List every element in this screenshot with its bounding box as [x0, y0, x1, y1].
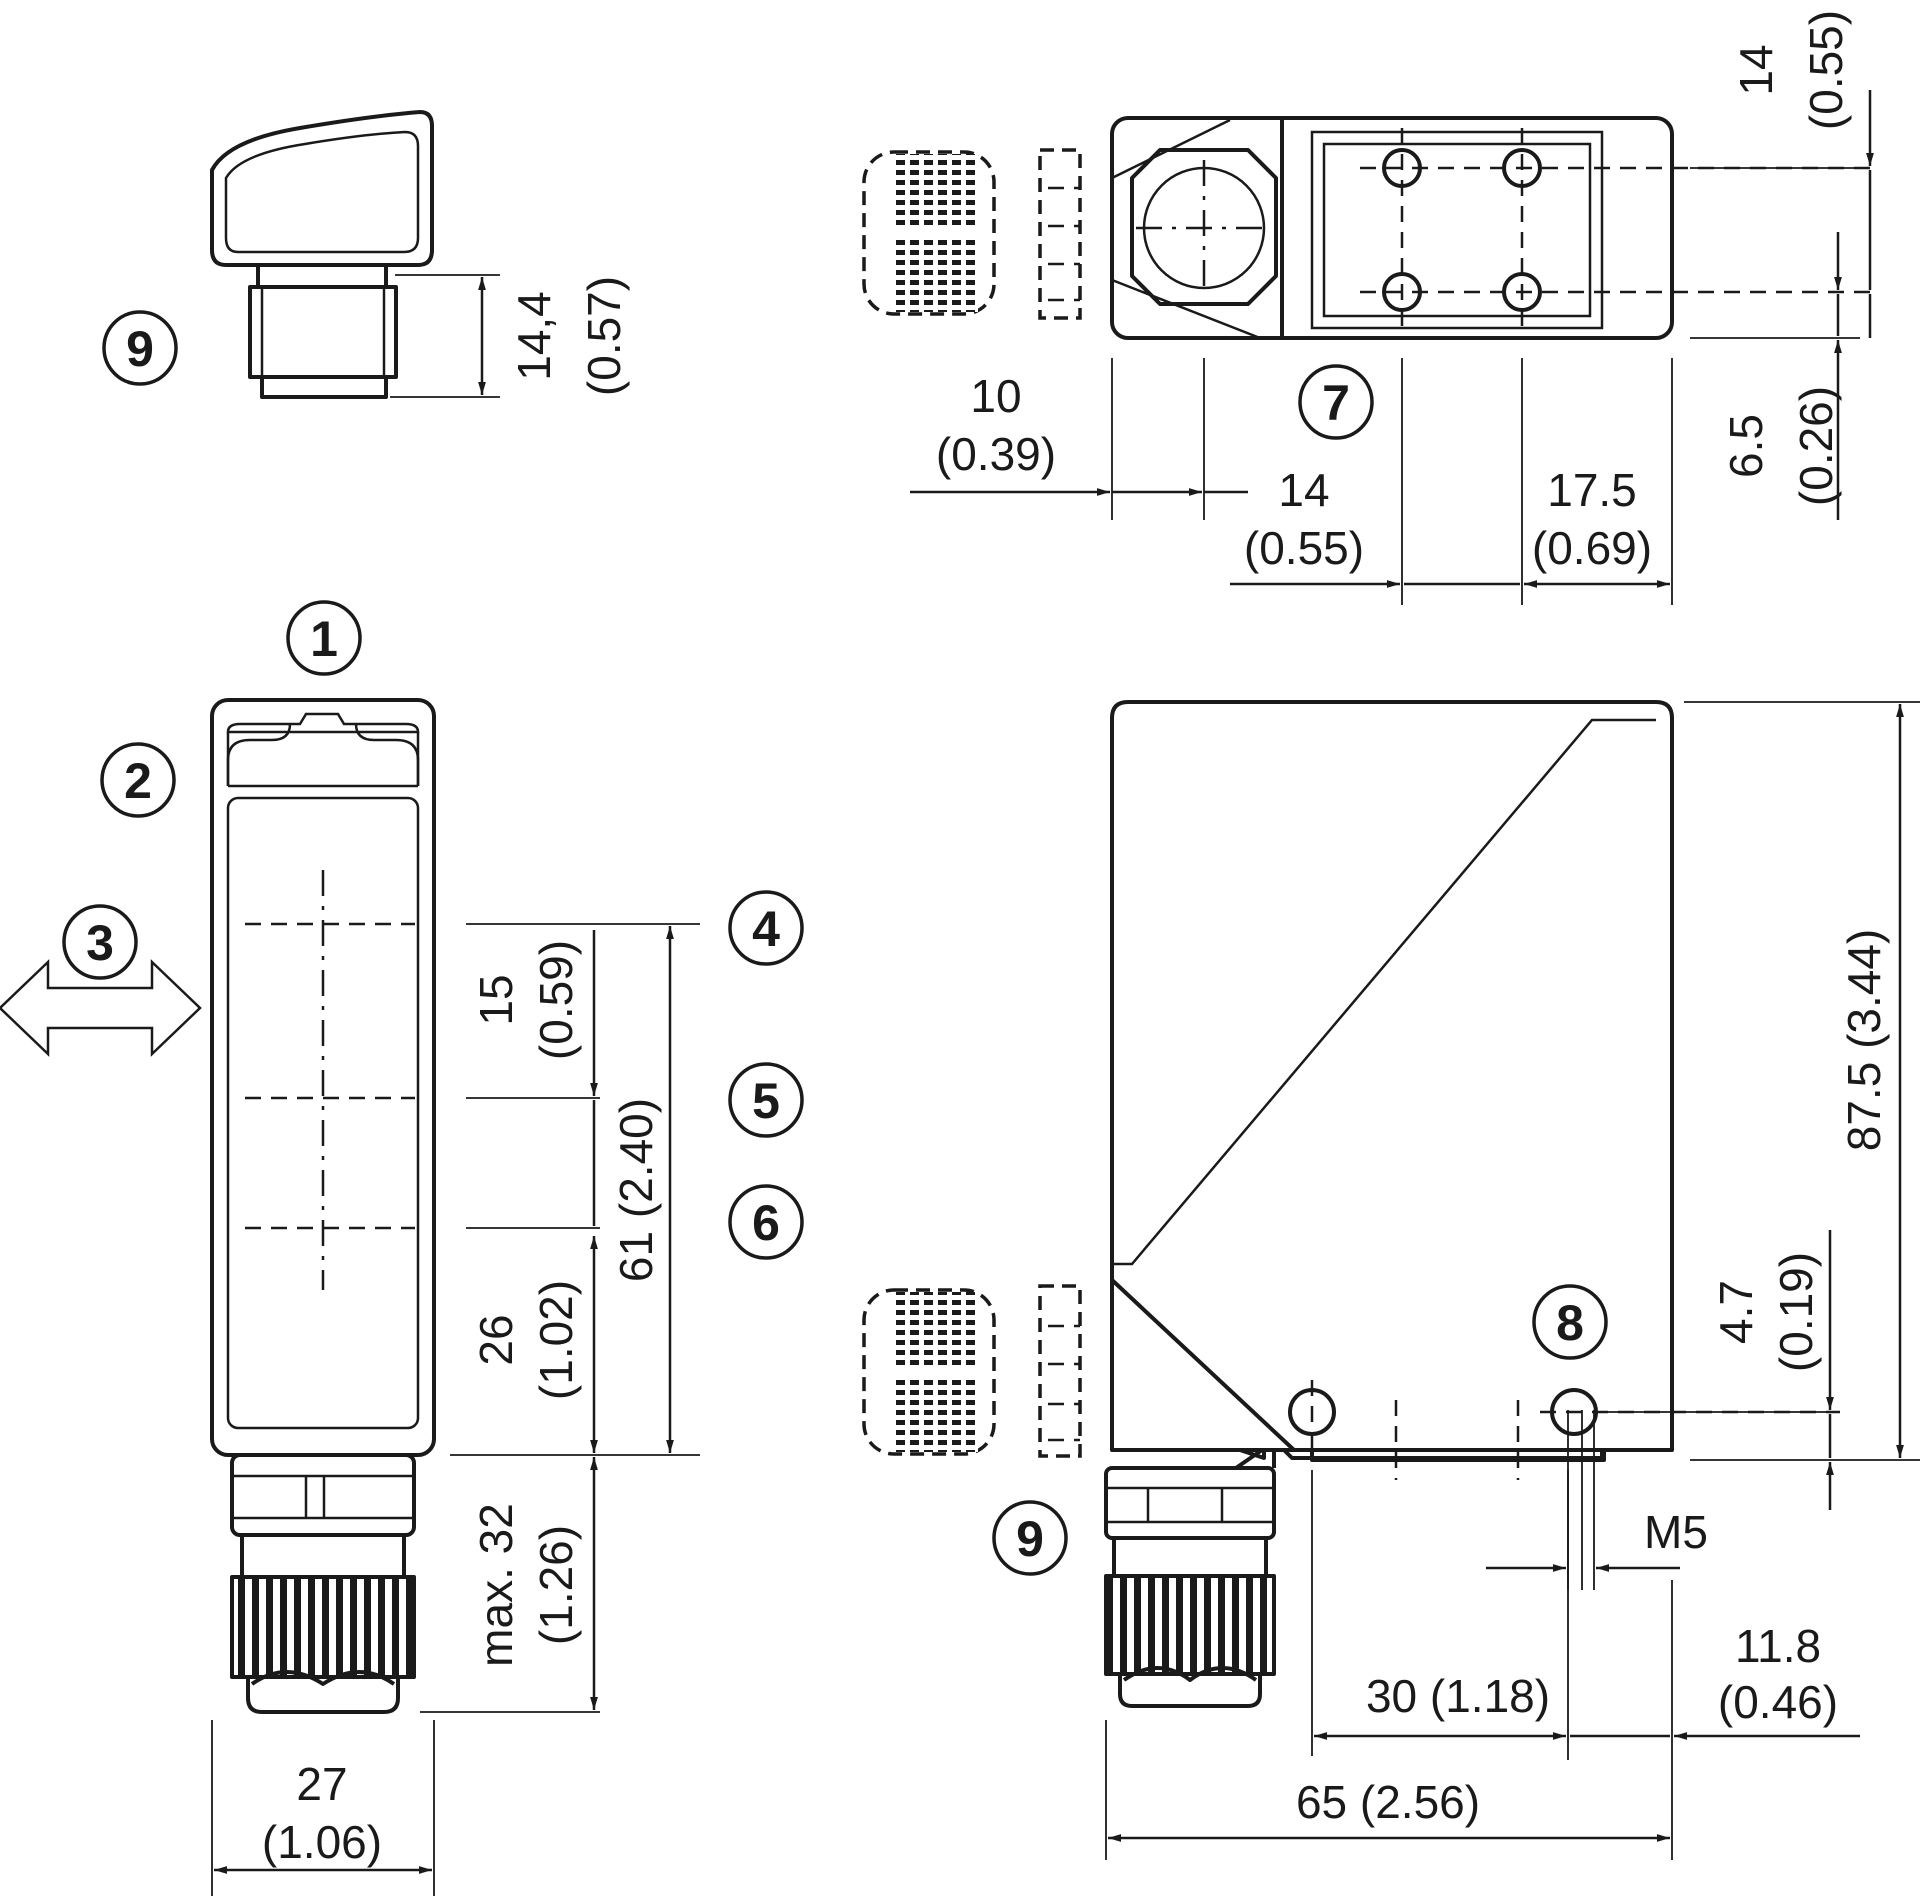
dim-15-in: (0.59) — [530, 940, 582, 1060]
svg-text:1: 1 — [310, 611, 338, 667]
dim-4-7-mm: 4.7 — [1710, 1280, 1762, 1344]
svg-text:4: 4 — [752, 901, 780, 957]
dim-11-8-in: (0.46) — [1718, 1676, 1838, 1728]
dim-11-8-mm: 11.8 — [1735, 1620, 1821, 1672]
callout-9-top: 9 — [102, 310, 178, 386]
callout-5: 5 — [728, 1062, 804, 1138]
dim-27-in: (1.06) — [262, 1816, 382, 1868]
dim-30-mm-in: 30 (1.18) — [1366, 1670, 1550, 1722]
svg-text:8: 8 — [1556, 1295, 1584, 1351]
svg-text:9: 9 — [126, 321, 154, 377]
svg-text:5: 5 — [752, 1073, 780, 1129]
dim-14-4-in: (0.57) — [578, 276, 630, 396]
dim-max-32-mm: max. 32 — [470, 1503, 522, 1667]
dim-14-top-mm: 14 — [1730, 44, 1782, 95]
callout-9-bottom: 9 — [992, 1500, 1068, 1576]
callout-6: 6 — [728, 1184, 804, 1260]
dim-max-32-in: (1.26) — [530, 1525, 582, 1645]
callout-8: 8 — [1532, 1284, 1608, 1360]
callout-1: 1 — [286, 600, 362, 676]
svg-text:9: 9 — [1016, 1511, 1044, 1567]
dim-14-4-mm: 14,4 — [508, 291, 560, 381]
svg-text:7: 7 — [1322, 375, 1350, 431]
dim-17-5-in: (0.69) — [1532, 522, 1652, 574]
top-view — [862, 90, 1874, 605]
dim-26-mm: 26 — [470, 1314, 522, 1365]
connector-side-view: 14,4 (0.57) — [210, 110, 630, 399]
dim-65-mm-in: 65 (2.56) — [1296, 1776, 1480, 1828]
dim-m5: M5 — [1644, 1506, 1708, 1558]
dim-14-top-in: (0.55) — [1800, 10, 1852, 130]
dim-10-in: (0.39) — [936, 428, 1056, 480]
dim-6-5-in: (0.26) — [1790, 386, 1842, 506]
dim-87-5-mm-in: 87.5 (3.44) — [1838, 929, 1890, 1151]
dim-14-bottom-mm: 14 — [1278, 464, 1329, 516]
dim-27-mm: 27 — [296, 1758, 347, 1810]
front-view — [0, 698, 700, 1896]
callout-3: 3 — [62, 904, 138, 980]
svg-text:2: 2 — [124, 753, 152, 809]
dim-26-in: (1.02) — [530, 1280, 582, 1400]
dim-10-mm: 10 — [970, 370, 1021, 422]
callout-4: 4 — [728, 890, 804, 966]
callout-7: 7 — [1298, 364, 1374, 440]
dim-14-bottom-in: (0.55) — [1244, 522, 1364, 574]
side-view — [862, 700, 1920, 1860]
dim-6-5-mm: 6.5 — [1720, 414, 1772, 478]
dim-15-mm: 15 — [470, 974, 522, 1025]
dim-17-5-mm: 17.5 — [1547, 464, 1637, 516]
dim-61-mm-in: 61 (2.40) — [610, 1098, 662, 1282]
callout-2: 2 — [100, 742, 176, 818]
svg-text:3: 3 — [86, 915, 114, 971]
svg-text:6: 6 — [752, 1195, 780, 1251]
dim-4-7-in: (0.19) — [1770, 1252, 1822, 1372]
